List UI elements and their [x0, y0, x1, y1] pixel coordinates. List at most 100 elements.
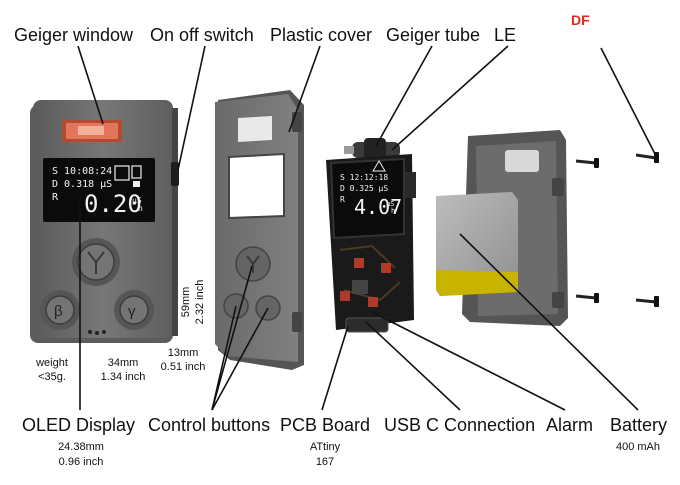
leader-geiger-window	[77, 45, 104, 125]
label-usb-c-connection: USB C Connection	[384, 415, 536, 435]
screw	[635, 153, 657, 160]
front-device: S 10:08:24 D 0.318 μS R 0.20 μS h β γ	[30, 100, 179, 343]
label-pcb-board: PCB Board	[280, 415, 371, 435]
front-screen-dose: D 0.318 μS	[52, 179, 112, 190]
cover-screen-opening	[228, 152, 285, 220]
battery-band	[436, 270, 518, 296]
on-off-switch-graphic	[171, 162, 179, 186]
width-dimension: 34mm 1.34 inch	[96, 356, 150, 385]
height-dimension: 59mm 2.32 inch	[179, 270, 208, 334]
pcb-screen-unit-top: μS	[386, 200, 394, 208]
height-mm: 59mm	[180, 286, 192, 318]
cover-window-opening	[238, 116, 272, 142]
pcb-side-connector	[404, 172, 416, 198]
screw	[635, 298, 657, 304]
gamma-button-label: γ	[128, 303, 136, 320]
screw	[575, 159, 597, 165]
pcb-screen-value: 4.07	[354, 195, 402, 219]
depth-dimension: 13mm 0.51 inch	[155, 346, 211, 375]
leader-usb-c	[365, 321, 461, 411]
depth-inch: 0.51 inch	[160, 361, 206, 374]
pcb-screen-r-label: R	[340, 195, 345, 204]
cover-clip	[292, 112, 302, 132]
pcb-chip-model: 167	[315, 455, 335, 468]
pcb-assembly: S 12:12:18 D 0.325 μS R 4.07 μS h	[326, 138, 416, 333]
leader-control-button-top	[211, 265, 253, 411]
leader-battery	[459, 233, 639, 411]
pcb-chip-name: ATtiny	[309, 441, 341, 453]
plastic-cover-part	[215, 90, 304, 370]
pcb-component	[368, 297, 378, 307]
oled-size-info: 24.38mm 0.96 inch	[56, 440, 106, 470]
pcb-component	[340, 291, 350, 301]
leader-plastic-cover	[288, 45, 321, 133]
gamma-button	[119, 295, 149, 325]
lock-icon	[133, 181, 140, 187]
oled-size-mm: 24.38mm	[58, 441, 104, 453]
leader-screws	[600, 47, 656, 155]
label-control-buttons: Control buttons	[148, 415, 271, 435]
geiger-tube-end	[344, 146, 354, 154]
sound-icon	[131, 165, 142, 179]
label-alarm: Alarm	[546, 415, 594, 435]
screw	[575, 294, 597, 300]
front-screen-unit-bottom: h	[138, 204, 143, 213]
leader-on-off-switch	[177, 45, 206, 171]
cover-clip	[292, 312, 302, 332]
leader-lines	[77, 45, 656, 411]
front-case-edge	[172, 108, 178, 336]
weight-info: weight <35g.	[28, 356, 76, 385]
pcb-oled-screen	[329, 157, 405, 240]
height-inch: 2.32 inch	[194, 279, 207, 325]
beta-button-label: β	[54, 303, 63, 320]
leader-pcb-board	[321, 325, 349, 411]
radiation-icon	[87, 251, 105, 274]
pcb-screen-time: S 12:12:18	[340, 173, 388, 182]
geiger-tube-cap	[364, 138, 386, 160]
pcb-chip-info: ATtiny 167	[302, 440, 348, 470]
front-screen-time: S 10:08:24	[52, 166, 112, 177]
pcb-screen-dose: D 0.325 μS	[340, 184, 388, 193]
usb-c-connector-graphic	[345, 317, 389, 333]
label-on-off-switch: On off switch	[150, 25, 254, 45]
back-case-connector	[505, 150, 539, 172]
back-case-clip	[552, 178, 564, 196]
pcb-component	[354, 258, 364, 268]
front-oled-screen	[43, 158, 155, 222]
front-screen-r-label: R	[52, 192, 59, 203]
front-screen-value: 0.20	[84, 190, 142, 218]
pcb-chip	[352, 280, 368, 294]
label-geiger-window: Geiger window	[14, 25, 134, 45]
depth-mm: 13mm	[167, 347, 199, 359]
cover-radiation-icon	[246, 255, 260, 273]
battery-capacity: 400 mAh	[615, 441, 661, 453]
label-geiger-tube: Geiger tube	[386, 25, 481, 45]
weight-value: <35g.	[38, 371, 66, 384]
screw-head	[594, 158, 599, 168]
beta-button	[45, 295, 75, 325]
screw-head	[594, 293, 599, 303]
screws	[575, 152, 659, 307]
screw-head	[654, 152, 659, 163]
width-mm: 34mm	[107, 357, 139, 369]
label-battery: Battery	[610, 415, 668, 435]
front-screen-unit-top: μS	[132, 196, 142, 205]
screw-head	[654, 296, 659, 307]
leader-led	[391, 45, 509, 151]
warning-icon	[372, 160, 386, 172]
label-plastic-cover: Plastic cover	[270, 25, 373, 45]
geiger-window-highlight	[78, 126, 104, 135]
speaker-hole	[88, 330, 92, 334]
label-led: LE	[494, 25, 517, 45]
leader-alarm	[371, 311, 566, 411]
oled-size-inch: 0.96 inch	[58, 455, 104, 468]
pcb-screen-unit-bottom: h	[391, 207, 395, 215]
battery-part	[436, 192, 518, 296]
leader-control-button-right	[211, 307, 269, 411]
back-case-clip	[552, 292, 564, 308]
leader-geiger-tube	[375, 45, 433, 147]
label-oled-display: OLED Display	[22, 415, 136, 435]
weight-title: weight	[36, 357, 68, 369]
